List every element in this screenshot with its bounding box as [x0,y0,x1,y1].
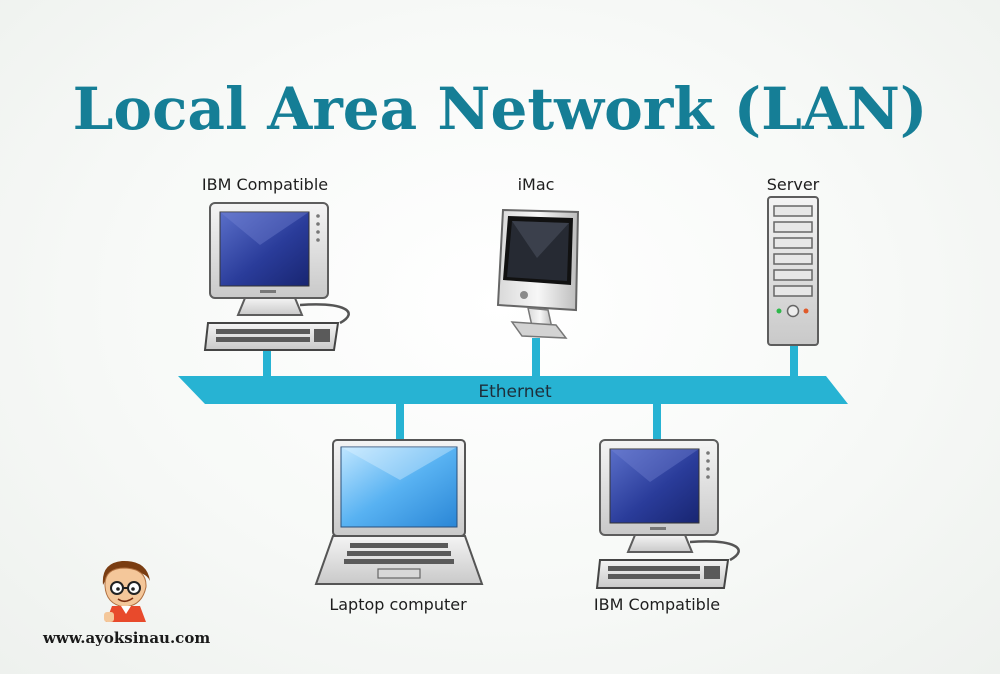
connector-lines [263,338,798,441]
diagram-title: Local Area Network (LAN) [72,75,928,143]
laptop-label: Laptop computer [329,595,467,614]
connector-laptop [396,401,404,441]
mascot-logo [102,560,150,622]
imac-label: iMac [517,175,555,194]
server-label: Server [766,175,820,194]
desktop-computer-icon [203,202,350,351]
connector-ibm-top [263,345,271,378]
server-tower-icon [767,196,819,346]
website-watermark: www.ayoksinau.com [43,629,211,647]
ethernet-bus [178,376,848,404]
connector-ibm-bottom [653,401,661,439]
ibm-compatible-bottom-label: IBM Compatible [593,595,721,614]
connector-imac [532,338,540,378]
ethernet-label: Ethernet [478,382,552,402]
desktop-computer-icon [595,439,740,589]
connector-server [790,344,798,378]
ibm-compatible-top-label: IBM Compatible [201,175,329,194]
laptop-icon [314,439,484,585]
imac-icon [496,208,580,339]
